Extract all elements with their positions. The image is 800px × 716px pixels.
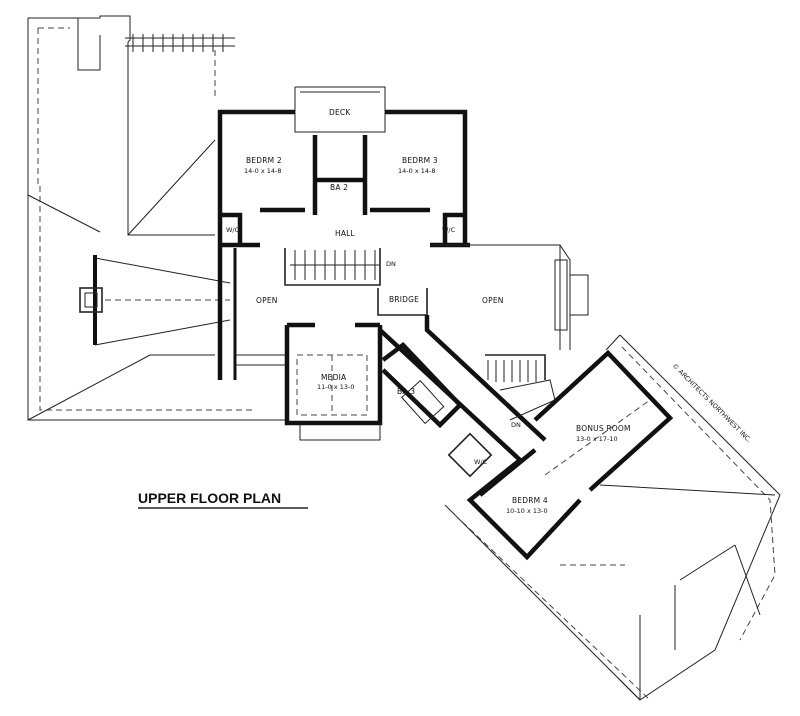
- ba2-label: BA 2: [330, 183, 348, 192]
- vault-left: [79, 255, 231, 346]
- bedrm3-label: BEDRM 3: [402, 156, 438, 165]
- plan-title: UPPER FLOOR PLAN: [138, 490, 308, 509]
- credit-text: © ARCHITECTS NORTHWEST INC.: [671, 362, 753, 444]
- bedrm4-label: BEDRM 4: [512, 496, 548, 505]
- wic-lower-label: W/C: [474, 458, 488, 466]
- stair-dn-label: DN: [386, 260, 396, 268]
- room-labels: DECK BEDRM 2 14-0 x 14-8 BEDRM 3 14-0 x …: [226, 108, 631, 515]
- open-right-label: OPEN: [482, 296, 504, 305]
- walls: [217, 86, 674, 561]
- railing: [125, 34, 235, 52]
- media-label: MEDIA: [321, 373, 347, 382]
- plan-title-text: UPPER FLOOR PLAN: [138, 490, 281, 506]
- hall-label: HALL: [335, 229, 356, 238]
- media-size: 11-0 x 13-0: [317, 383, 354, 391]
- roof-outline-left: [27, 15, 285, 421]
- bedrm3-size: 14-0 x 14-8: [398, 167, 435, 175]
- bonus-room-label: BONUS ROOM: [576, 424, 631, 433]
- bedrm4-size: 10-10 x 13-0: [506, 507, 548, 515]
- bedrm2-size: 14-0 x 14-8: [244, 167, 281, 175]
- roof-outline-right: [444, 334, 781, 701]
- bridge-label: BRIDGE: [389, 295, 419, 304]
- lower-dn-label: DN: [511, 421, 521, 429]
- bedrm2-label: BEDRM 2: [246, 156, 282, 165]
- open-left-label: OPEN: [256, 296, 278, 305]
- ba3-label: BA 3: [397, 387, 415, 396]
- bonus-room-size: 13-0 x 17-10: [576, 435, 618, 443]
- wic-left-label: W/C: [226, 226, 240, 234]
- deck-label: DECK: [329, 108, 351, 117]
- wic-right-label: W/C: [442, 226, 456, 234]
